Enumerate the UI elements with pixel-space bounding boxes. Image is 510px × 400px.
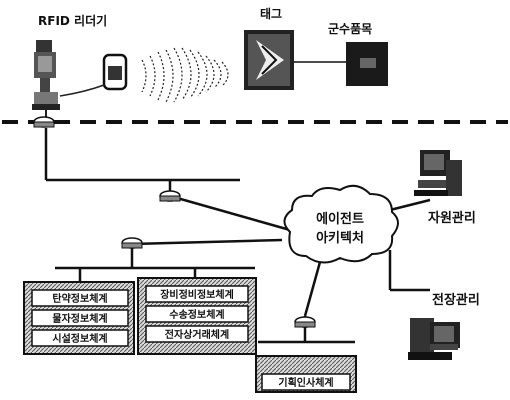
workstation-icon <box>408 318 460 360</box>
item-box-icon <box>346 42 388 86</box>
handheld-reader-icon <box>60 55 126 96</box>
rfid-reader-label: RFID 리더기 <box>38 13 107 28</box>
radio-wave-icon <box>142 48 228 102</box>
system-item: 수송정보체계 <box>169 308 224 321</box>
system-item: 탄약정보체계 <box>52 292 107 305</box>
rfid-reader-icon <box>32 40 60 122</box>
battlefield-mgmt-label: 전장관리 <box>432 292 480 308</box>
router-icon <box>160 191 180 201</box>
middle-system-block: 장비정비정보체계 수송정보체계 전자상거래체계 <box>138 278 256 354</box>
left-system-block: 탄약정보체계 물자정보체계 시설정보체계 <box>24 282 134 354</box>
system-item: 장비정비정보체계 <box>160 288 234 301</box>
system-item: 시설정보체계 <box>52 332 107 345</box>
tag-icon <box>244 30 294 90</box>
resource-mgmt-label: 자원관리 <box>428 210 476 226</box>
agent-label-line1: 에이전트 <box>316 211 364 227</box>
system-item: 기획인사체계 <box>278 376 333 389</box>
system-item: 물자정보체계 <box>52 312 107 325</box>
bottom-system-block: 기획인사체계 <box>256 356 356 392</box>
workstation-icon <box>414 150 462 196</box>
router-icon <box>295 317 315 327</box>
system-item: 전자상거래체계 <box>165 328 229 341</box>
tag-label: 태그 <box>260 6 282 21</box>
agent-label-line2: 아키텍처 <box>316 230 364 246</box>
router-icon <box>122 238 142 248</box>
router-icon <box>34 117 54 127</box>
military-item-label: 군수품목 <box>328 22 372 36</box>
